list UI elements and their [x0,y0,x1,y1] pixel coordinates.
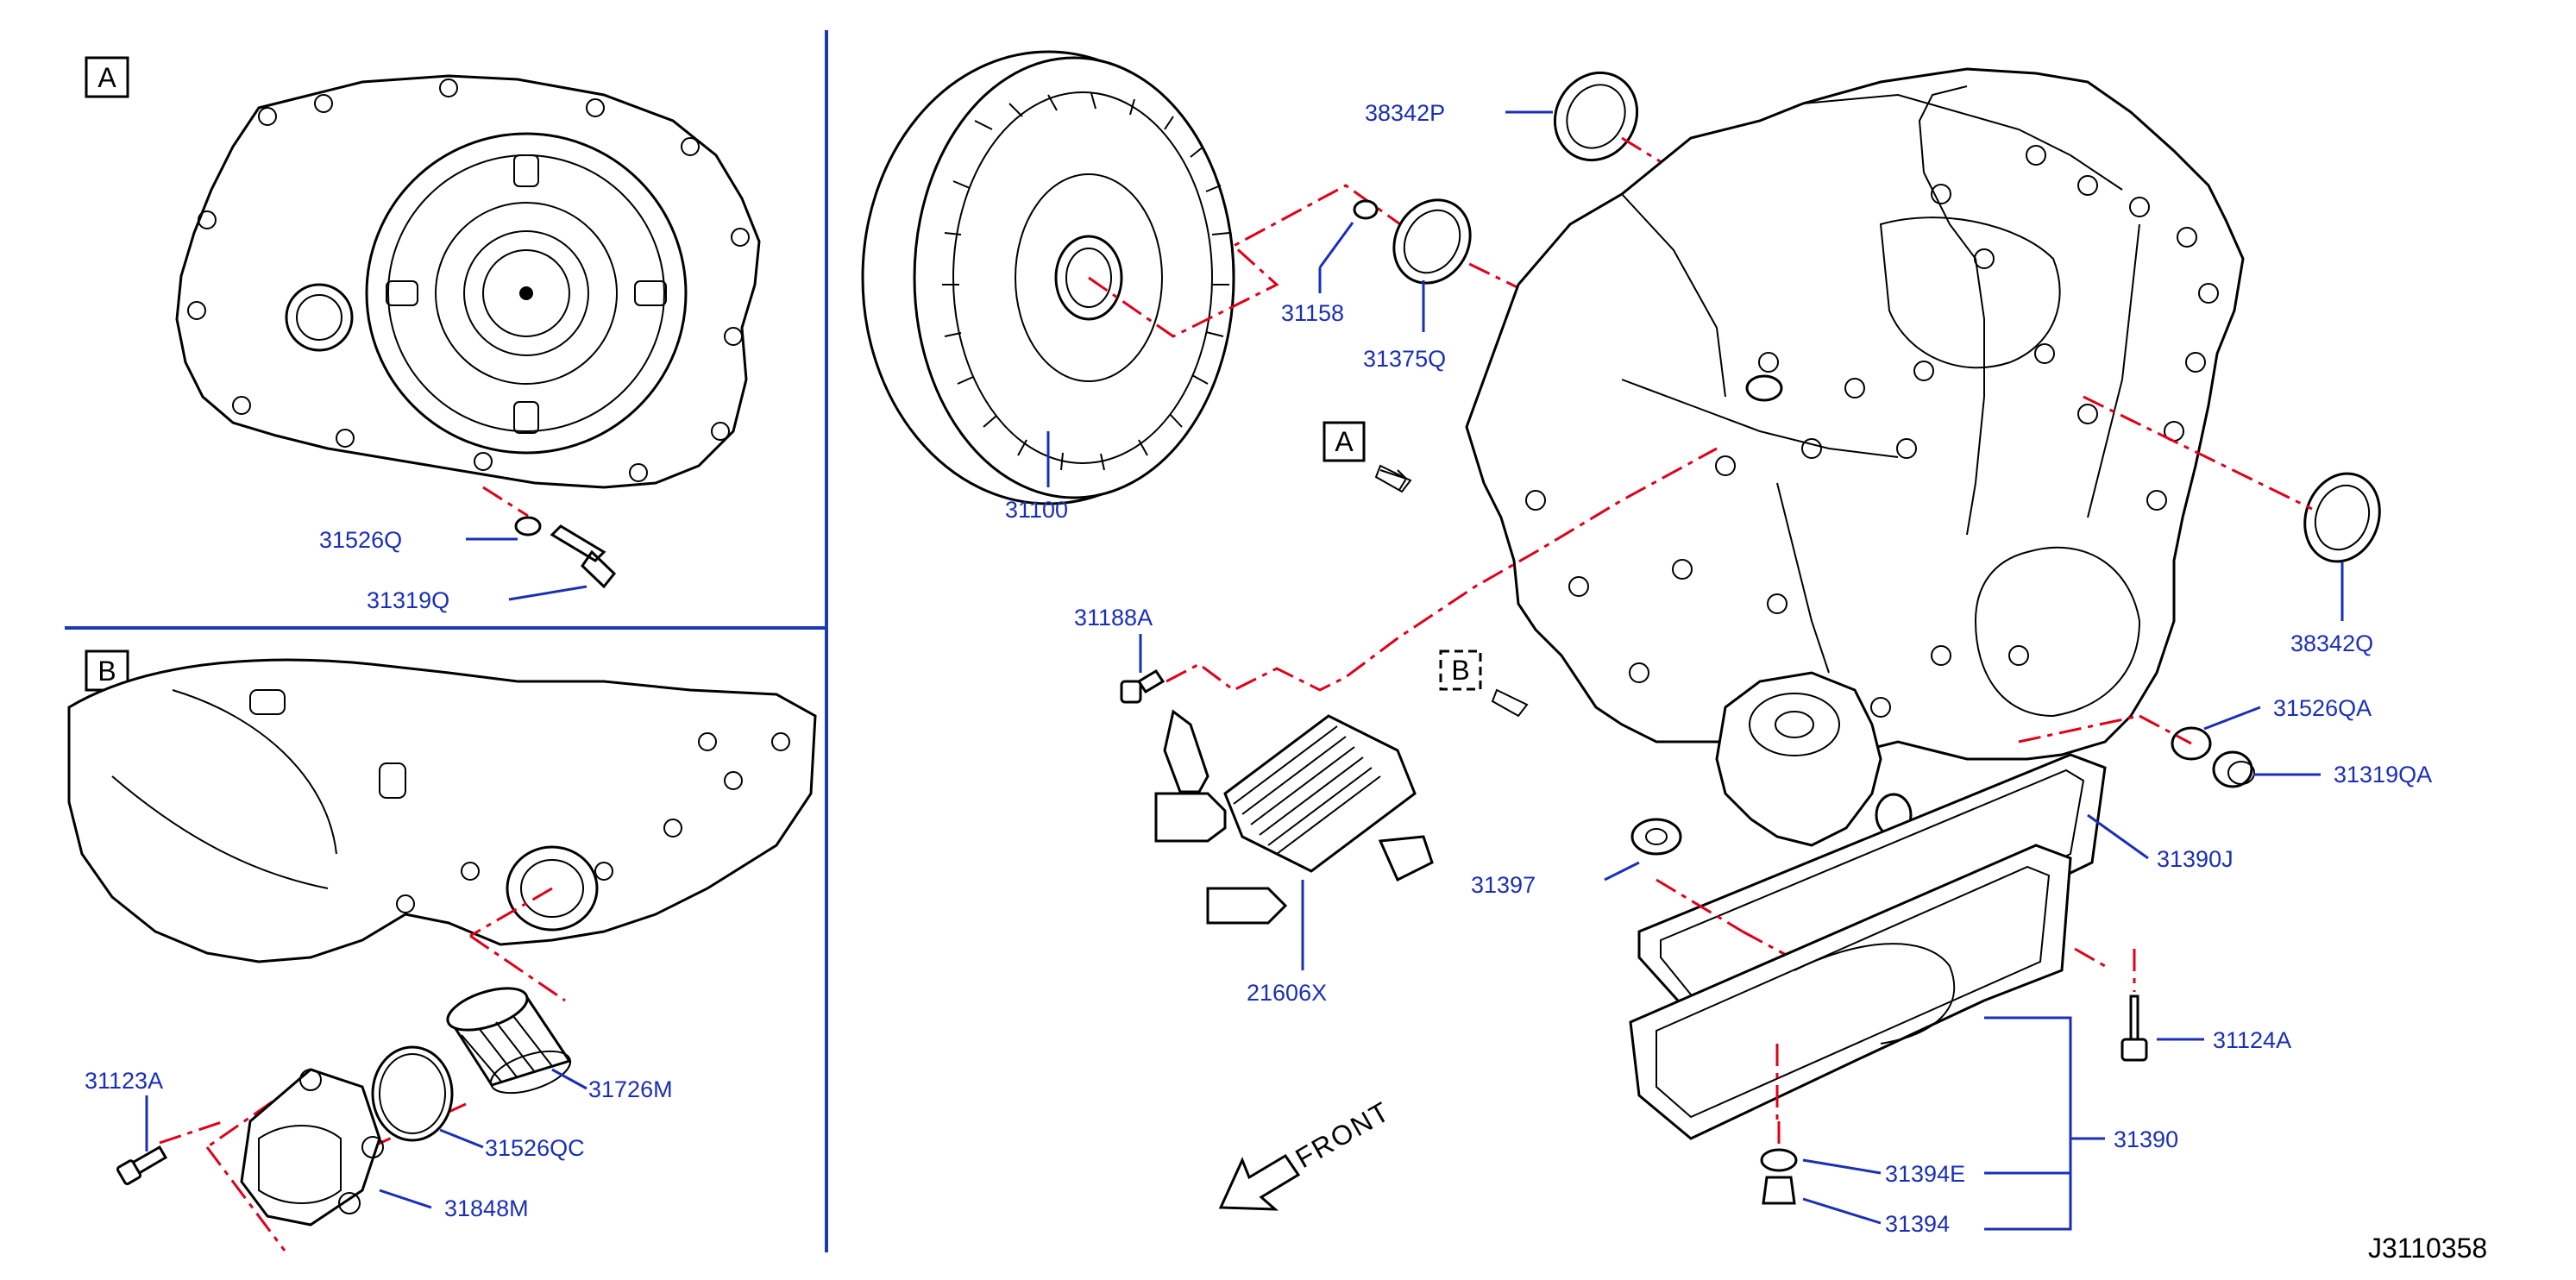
panel-a-label: A [97,62,116,93]
oil-pump-cluster [1715,671,1882,847]
oil-seal-38342Q [2303,472,2381,563]
main-view: 31100 31158 31375Q 38342P [861,50,2487,1264]
bolt-31124A [2129,995,2139,1045]
callout-31848M: 31848M [444,1195,529,1221]
bolt-31319Q [550,524,617,589]
oil-pan-31390 [1629,844,2072,1140]
view-mark-a: A [1335,426,1354,457]
figure-id: J3110358 [2368,1233,2487,1264]
panel-b-label: B [97,656,116,687]
plug-31319QA [2212,750,2253,788]
callout-31123A: 31123A [85,1068,163,1094]
callout-31394: 31394 [1885,1211,1950,1237]
transaxle-side-view-panel-b [67,658,817,963]
callout-31390J: 31397 [1471,872,1536,898]
callout-38342Q: 38342Q [2290,631,2373,656]
front-label: FRONT [1291,1095,1396,1174]
oil-seal-31375Q [1392,198,1472,285]
drain-plug-31394 [1762,1176,1796,1205]
oring-31526QC [371,1045,454,1142]
callout-31390: 31390 [2114,1126,2178,1152]
callout-31100: 31100 [1005,497,1068,523]
callout-31526QA: 31526QA [2273,695,2372,721]
oil-seal-38342P [1553,71,1639,162]
panel-b: B [67,649,817,1252]
callout-31158: 31158 [1281,300,1344,326]
panel-b-bolts [396,732,790,913]
callout-31526Q: 31526Q [319,527,402,553]
drain-washer-31394E [1760,1148,1798,1172]
bolt-31188A [1136,668,1165,694]
converter-center-hub [519,286,533,300]
callout-31124A: 31124A [2213,1027,2291,1053]
callout-31394E: 31394E [1885,1161,1965,1187]
callout-31397: 31390J [2157,846,2234,872]
view-mark-b: B [1451,655,1469,686]
oil-cooler-21606X [1154,709,1434,925]
washer-31526Q [514,516,542,536]
washer-31390J [1630,818,1682,856]
oring-31158 [1353,199,1379,220]
callout-31375Q: 31375Q [1363,346,1446,372]
transaxle-case [1465,67,2245,761]
filter-cover-31848M [240,1068,381,1227]
callout-31526QC: 31526QC [485,1135,585,1161]
callout-31726M: 31726M [588,1076,673,1102]
housing-bolt-holes [187,78,750,482]
callout-21606X: 21606X [1247,980,1327,1006]
callout-31188A: 31188A [1074,605,1153,631]
callout-31319Q: 31319Q [367,587,449,613]
case-bolts [1525,145,2219,718]
panel-a: A [85,56,761,613]
callout-38342P: 38342P [1365,100,1445,126]
front-arrow: FRONT [1218,1095,1396,1211]
callout-31319QA: 31319QA [2334,762,2432,787]
torque-converter-31100 [861,50,1235,505]
